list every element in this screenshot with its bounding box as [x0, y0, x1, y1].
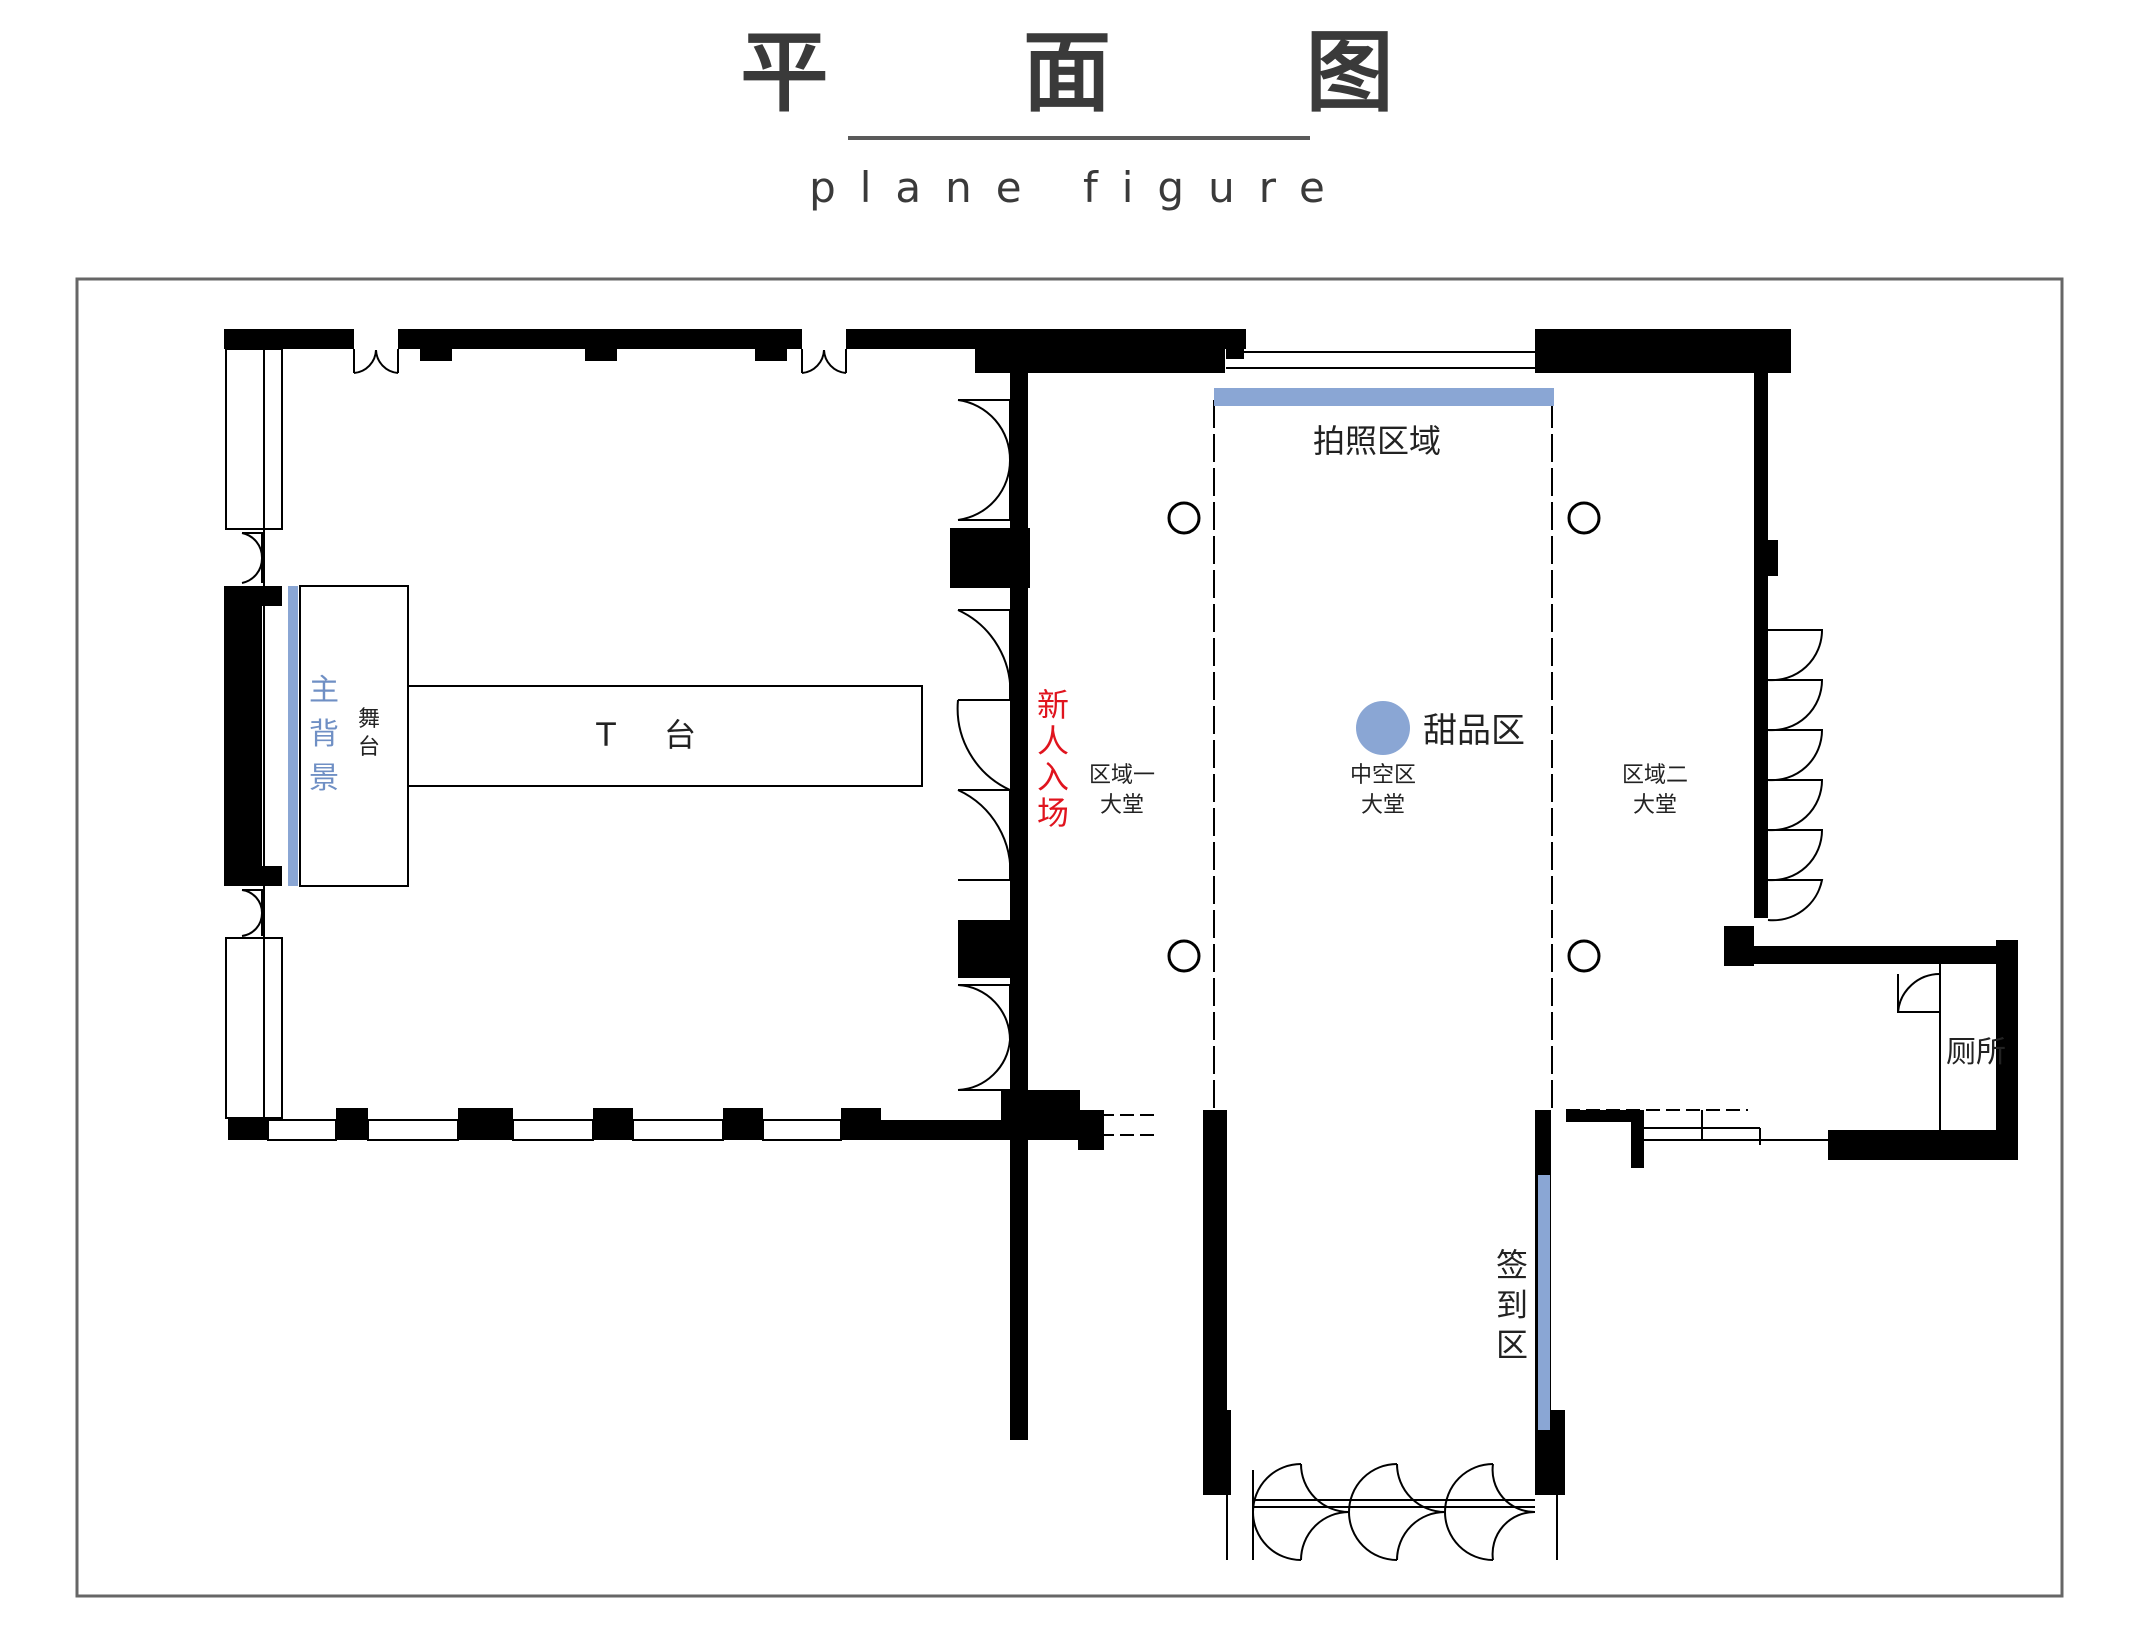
photo-area-label: 拍照区域 [1313, 422, 1441, 460]
page-subtitle: plane figure [809, 163, 1349, 212]
sign-in-label-1: 签 [1496, 1246, 1528, 1284]
sign-in-label-3: 区 [1496, 1326, 1528, 1364]
photo-area-bar [1214, 388, 1554, 406]
zone-one-label-1: 区域一 [1089, 763, 1155, 788]
page-title: 平 面 图 [740, 21, 1476, 124]
main-backdrop-label-2: 背 [309, 717, 339, 752]
atrium-label-2: 大堂 [1361, 793, 1405, 818]
sign-in-bar [1538, 1175, 1550, 1430]
column-marker [1167, 501, 1201, 535]
stage-label-1: 舞 [358, 707, 380, 732]
hall-outlines [225, 348, 923, 1119]
main-backdrop-bar [288, 586, 298, 886]
page-header: 平 面 图 plane figure [0, 0, 2134, 240]
couple-entrance-label-1: 新 [1037, 686, 1069, 724]
dessert-area-marker [1356, 701, 1410, 755]
main-backdrop-label-1: 主 [309, 673, 339, 708]
t-stage-label-1: T [595, 716, 616, 754]
hall-walls [224, 329, 1246, 1440]
couple-entrance-label-3: 入 [1037, 758, 1069, 796]
main-backdrop-label-3: 景 [309, 761, 339, 796]
atrium-label-1: 中空区 [1350, 763, 1416, 788]
hall-doors [241, 349, 1012, 1091]
column-marker [1167, 939, 1201, 973]
couple-entrance-label-4: 场 [1037, 794, 1069, 832]
title-underline [848, 136, 1310, 140]
column-marker [1567, 501, 1601, 535]
zone-two-label-1: 区域二 [1622, 763, 1688, 788]
columns [1167, 501, 1601, 973]
plan-frame [75, 277, 2064, 1598]
stage-label-2: 台 [358, 735, 380, 760]
sign-in-label-2: 到 [1496, 1286, 1528, 1324]
t-stage-label-2: 台 [664, 716, 696, 754]
couple-entrance-label-2: 人 [1037, 722, 1069, 760]
column-marker [1567, 939, 1601, 973]
lobby-outlines [1080, 351, 1941, 1561]
restroom-label: 厕所 [1946, 1035, 2006, 1070]
dessert-area-label: 甜品区 [1423, 711, 1525, 751]
zone-two-label-2: 大堂 [1633, 793, 1677, 818]
zone-one-label-2: 大堂 [1100, 793, 1144, 818]
t-stage-runway [407, 685, 923, 787]
